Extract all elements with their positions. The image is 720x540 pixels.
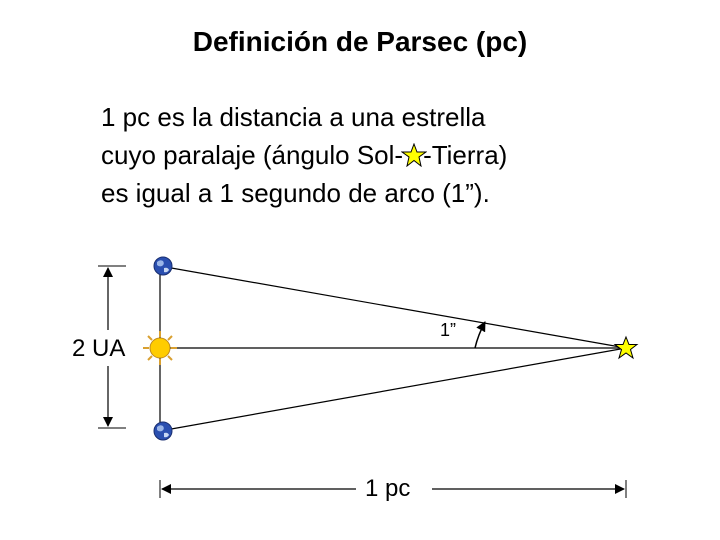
definition-line-2-start: cuyo paralaje (ángulo Sol- xyxy=(101,140,404,170)
sightline-bottom xyxy=(159,347,627,432)
earth-icon xyxy=(153,256,173,276)
star-icon xyxy=(613,335,639,360)
star-icon xyxy=(401,143,428,167)
baseline-label: 2 UA xyxy=(72,335,126,362)
distance-label: 1 pc xyxy=(361,475,415,503)
definition-line-2: cuyo paralaje (ángulo Sol- -Tierra) xyxy=(101,136,621,174)
angle-label: 1” xyxy=(440,320,457,340)
angle-arc xyxy=(474,321,486,349)
definition-line-1: 1 pc es la distancia a una estrella xyxy=(101,102,486,132)
earth-icon xyxy=(153,421,173,441)
definition-text: 1 pc es la distancia a una estrella cuyo… xyxy=(101,98,621,212)
sightline-top xyxy=(159,265,627,349)
slide-title: Definición de Parsec (pc) xyxy=(192,26,528,57)
sun-icon xyxy=(143,331,177,365)
definition-line-2-end: -Tierra) xyxy=(423,140,508,170)
definition-line-3: es igual a 1 segundo de arco (1”). xyxy=(101,178,490,208)
